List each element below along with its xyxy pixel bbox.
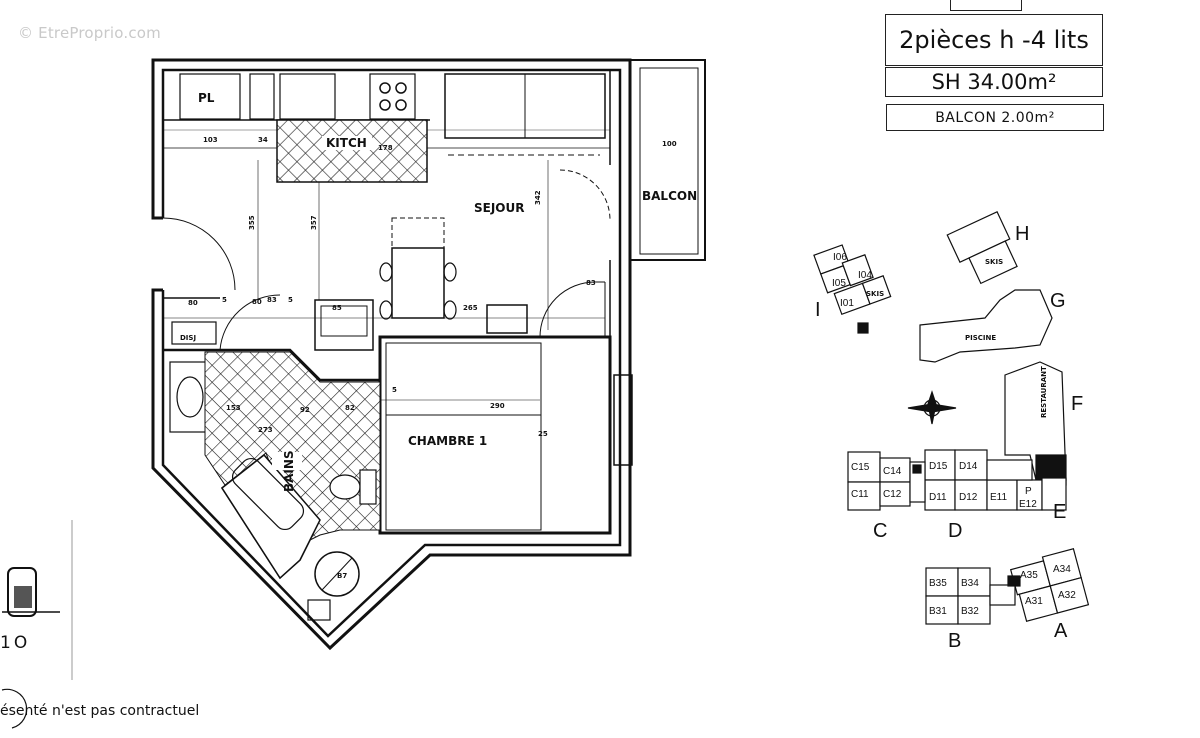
unit-label: I04	[858, 270, 872, 281]
svg-text:5: 5	[288, 296, 293, 304]
unit-label: A31	[1025, 596, 1043, 607]
svg-text:34: 34	[258, 136, 268, 144]
piscine-label: PISCINE	[965, 334, 996, 342]
svg-text:273: 273	[258, 426, 273, 434]
svg-text:DISJ: DISJ	[180, 334, 196, 342]
svg-text:25: 25	[538, 430, 548, 438]
site-map	[813, 210, 1090, 625]
unit-label: B34	[961, 578, 979, 589]
svg-text:342: 342	[534, 190, 542, 205]
svg-text:357: 357	[310, 215, 318, 230]
skis-label-i: SKIS	[866, 290, 884, 298]
apartment-type-label: 2pièces h -4 lits	[885, 14, 1103, 66]
building-label-e: E	[1053, 501, 1066, 523]
building-label-d: D	[948, 520, 962, 542]
building-label-a: A	[1054, 620, 1068, 642]
header-top-box	[950, 0, 1022, 11]
restaurant-label: RESTAURANT	[1040, 366, 1048, 418]
balcony-area-label: BALCON 2.00m²	[886, 104, 1104, 131]
unit-label: B32	[961, 606, 979, 617]
unit-label: D15	[929, 461, 948, 472]
svg-text:83: 83	[267, 296, 277, 304]
svg-text:178: 178	[378, 144, 393, 152]
room-label-chambre: CHAMBRE 1	[408, 434, 487, 448]
unit-label: D11	[929, 492, 947, 503]
room-label-bains: BAINS	[282, 450, 296, 492]
building-label-g: G	[1050, 290, 1066, 312]
building-label-f: F	[1071, 393, 1083, 415]
unit-label: B35	[929, 578, 947, 589]
unit-label: A34	[1053, 564, 1071, 575]
building-label-h: H	[1015, 223, 1029, 245]
svg-text:100: 100	[662, 140, 677, 148]
building-code-fragment: 1O	[0, 633, 31, 653]
building-label-c: C	[873, 520, 887, 542]
svg-text:85: 85	[332, 304, 342, 312]
unit-label: C14	[883, 466, 902, 477]
svg-text:80: 80	[188, 299, 198, 307]
surface-area-label: SH 34.00m²	[885, 67, 1103, 97]
unit-label: D12	[959, 492, 978, 503]
skis-label: SKIS	[985, 258, 1003, 266]
unit-label: A32	[1058, 590, 1076, 601]
svg-text:103: 103	[203, 136, 218, 144]
room-label-balcon: BALCON	[642, 189, 697, 203]
unit-label: P	[1025, 486, 1032, 497]
building-label-b: B	[948, 630, 961, 652]
svg-text:5: 5	[392, 386, 397, 394]
room-label-sejour: SEJOUR	[474, 201, 525, 215]
svg-text:B7: B7	[337, 572, 347, 580]
building-label-i: I	[815, 299, 821, 321]
svg-text:82: 82	[345, 404, 355, 412]
svg-text:92: 92	[300, 406, 310, 414]
svg-text:355: 355	[248, 215, 256, 230]
svg-text:265: 265	[463, 304, 478, 312]
svg-text:80: 80	[252, 298, 262, 306]
unit-label: I05	[832, 278, 846, 289]
svg-text:5: 5	[222, 296, 227, 304]
unit-label: D14	[959, 461, 978, 472]
unit-label: A35	[1020, 570, 1038, 581]
unit-label: C15	[851, 462, 870, 473]
room-label-pl: PL	[198, 91, 215, 105]
svg-text:83: 83	[586, 279, 596, 287]
unit-label: C11	[851, 489, 869, 500]
disclaimer-text: ésenté n'est pas contractuel	[0, 703, 200, 719]
unit-label: C12	[883, 489, 902, 500]
room-label-kitchen: KITCH	[326, 136, 367, 150]
unit-label: I01	[840, 298, 854, 309]
kitchen-tile-area	[276, 119, 428, 183]
svg-text:153: 153	[226, 404, 241, 412]
unit-label: B31	[929, 606, 947, 617]
unit-label: I06	[833, 252, 847, 263]
unit-label: E11	[990, 492, 1007, 503]
left-edge-fragment	[1, 520, 73, 729]
svg-text:290: 290	[490, 402, 505, 410]
watermark: © EtreProprio.com	[18, 24, 161, 42]
unit-label: E12	[1019, 499, 1037, 510]
